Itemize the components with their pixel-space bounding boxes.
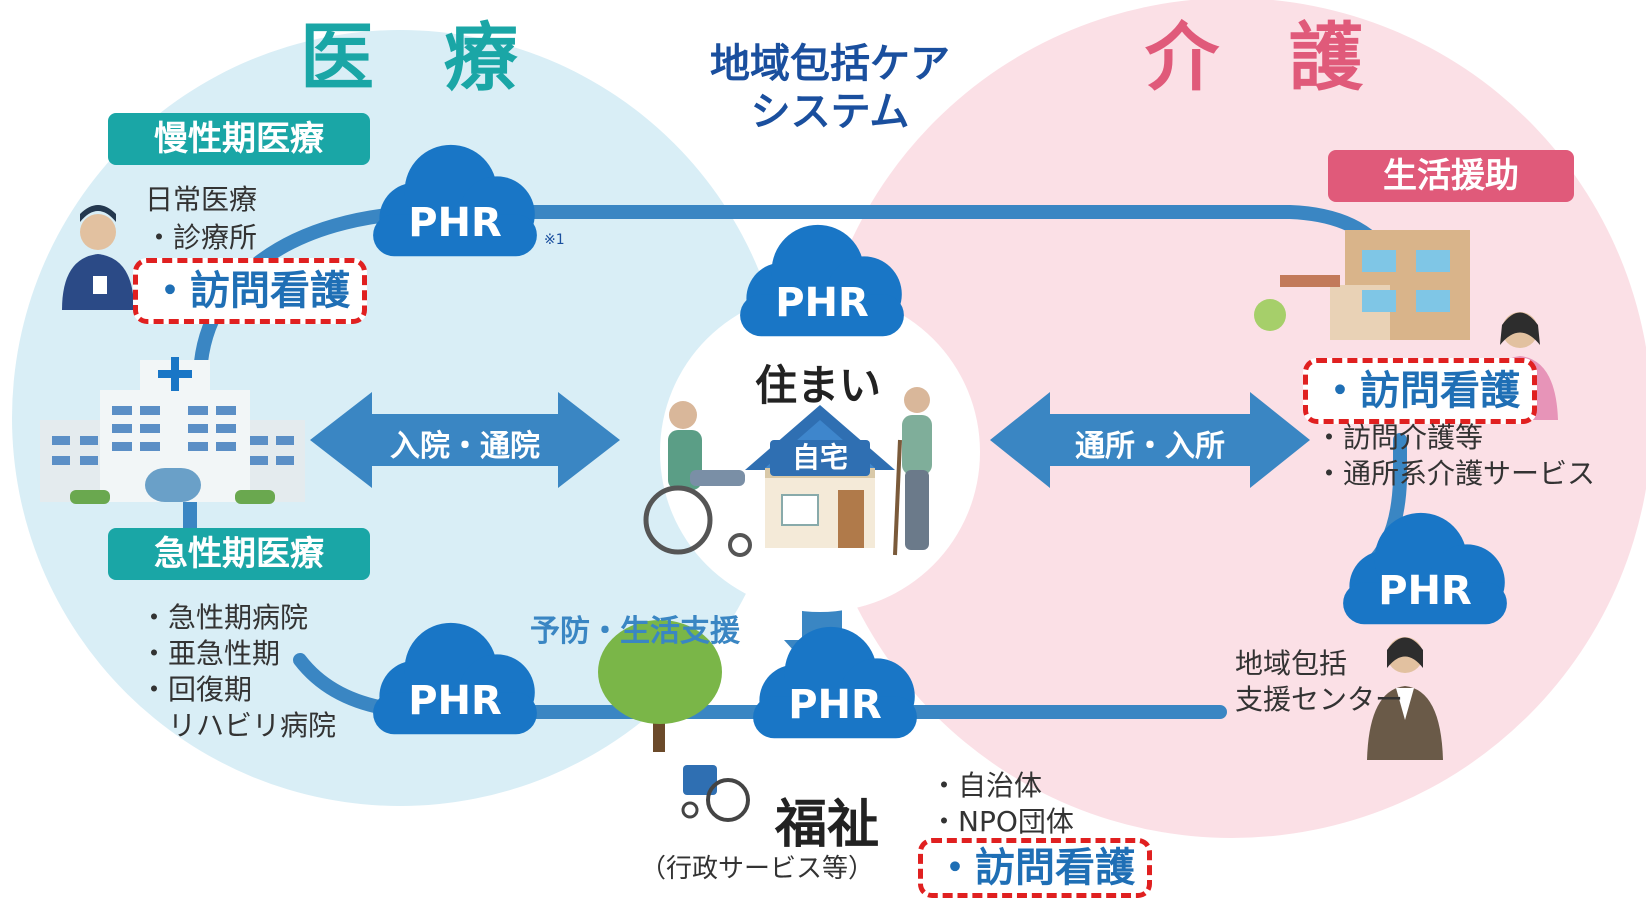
- phr-label-bottom-center: PHR: [788, 682, 882, 728]
- living-support-header: 生活援助: [1328, 150, 1574, 202]
- welfare-subtitle: （行政サービス等）: [640, 854, 875, 884]
- acute-item-1: ・急性期病院: [140, 601, 309, 634]
- chronic-item-daily: 日常医療: [145, 183, 258, 216]
- house-illustration: [745, 405, 895, 548]
- care-item-day-service: ・通所系介護サービス: [1315, 457, 1596, 490]
- prevention-label: 予防・生活支援: [530, 614, 740, 649]
- arrow-daycare: [990, 392, 1310, 488]
- phr-label-center: PHR: [775, 280, 869, 326]
- home-label: 住まい: [755, 361, 882, 410]
- care-facility-illustration: [1254, 230, 1470, 340]
- welfare-title: 福祉: [775, 795, 880, 855]
- wheelchair-person-illustration: [643, 401, 752, 557]
- welfare-item-municipality: ・自治体: [930, 769, 1043, 802]
- wheelchair-icon-illustration: [681, 765, 750, 822]
- acute-item-2: ・亜急性期: [140, 637, 281, 670]
- arrow-inpatient: [310, 392, 620, 488]
- acute-item-3: ・回復期: [140, 673, 253, 706]
- daycare-label: 通所・入所: [1075, 429, 1225, 464]
- community-center-line2: 支援センター: [1235, 683, 1404, 716]
- chronic-item-clinic: ・診療所: [145, 221, 258, 254]
- phr-label-top: PHR: [408, 200, 502, 246]
- care-item-home-visit: ・訪問介護等: [1315, 421, 1484, 454]
- phr-label-bottom-left: PHR: [408, 678, 502, 724]
- elderly-person-illustration: [893, 387, 932, 556]
- visiting-nursing-badge-medical: ・訪問看護: [133, 258, 367, 324]
- system-title-line1: 地域包括ケア: [710, 41, 950, 87]
- footnote-mark: ※1: [544, 232, 565, 248]
- care-title: 介 護: [1145, 15, 1385, 101]
- acute-care-header: 急性期医療: [108, 528, 370, 580]
- system-title: 地域包括ケア システム: [700, 40, 960, 136]
- tree-illustration: [598, 620, 722, 752]
- community-center-line1: 地域包括: [1235, 647, 1348, 680]
- acute-item-4: リハビリ病院: [140, 709, 337, 742]
- doctor-illustration: [62, 205, 134, 310]
- chronic-care-header: 慢性期医療: [108, 113, 370, 165]
- visiting-nursing-badge-welfare: ・訪問看護: [918, 838, 1152, 898]
- welfare-item-npo: ・NPO団体: [930, 805, 1074, 838]
- phr-label-right: PHR: [1378, 568, 1472, 614]
- hospital-illustration: [40, 357, 305, 504]
- staff-illustration: [1367, 637, 1443, 760]
- system-title-line2: システム: [750, 89, 910, 135]
- visiting-nursing-badge-care: ・訪問看護: [1303, 358, 1537, 424]
- inpatient-label: 入院・通院: [390, 429, 540, 464]
- house-sign: 自宅: [791, 441, 848, 474]
- medical-title: 医 療: [300, 15, 540, 101]
